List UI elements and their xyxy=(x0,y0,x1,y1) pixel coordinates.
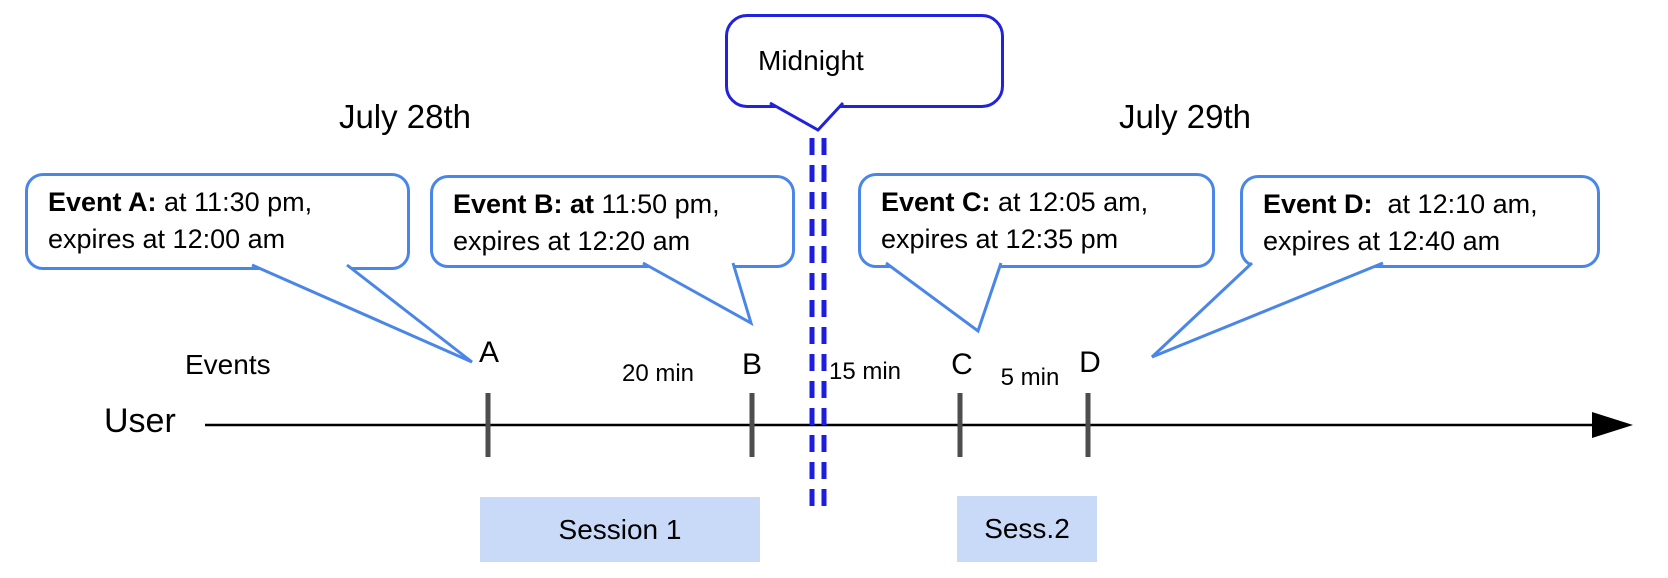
event-a-expiry: expires at 12:00 am xyxy=(48,224,286,254)
event-d-callout: Event D: at 12:10 am, expires at 12:40 a… xyxy=(1240,175,1600,268)
date-label-july-28: July 28th xyxy=(338,98,472,135)
event-b-callout: Event B: at 11:50 pm, expires at 12:20 a… xyxy=(430,175,795,268)
event-d-expiry: expires at 12:40 am xyxy=(1263,226,1501,256)
event-c-callout-tail xyxy=(885,261,1003,334)
session-1-label: Session 1 xyxy=(558,513,682,545)
session-1-box: Session 1 xyxy=(480,497,760,562)
tick-label-d: D xyxy=(1079,346,1101,379)
user-axis-label: User xyxy=(104,402,176,440)
gap-label-20min: 20 min xyxy=(621,360,695,387)
event-a-callout: Event A: at 11:30 pm, expires at 12:00 a… xyxy=(25,173,410,270)
tick-label-b: B xyxy=(741,348,762,381)
event-b-title: Event B: at xyxy=(453,189,595,219)
event-c-time: at 12:05 am, xyxy=(990,187,1149,217)
tick-label-a: A xyxy=(478,336,499,369)
event-a-callout-tail xyxy=(251,263,473,364)
event-c-expiry: expires at 12:35 pm xyxy=(881,224,1119,254)
event-b-expiry: expires at 12:20 am xyxy=(453,226,691,256)
timeline-arrowhead-icon xyxy=(1592,412,1633,438)
midnight-callout-label: Midnight xyxy=(758,45,864,76)
event-c-callout: Event C: at 12:05 am, expires at 12:35 p… xyxy=(858,173,1215,268)
event-d-title: Event D: xyxy=(1263,189,1373,219)
event-c-title: Event C: xyxy=(881,187,991,217)
midnight-callout: Midnight xyxy=(725,14,1004,108)
session-2-label: Sess.2 xyxy=(984,513,1070,544)
event-b-callout-tail xyxy=(642,261,754,327)
event-d-time: at 12:10 am, xyxy=(1372,189,1538,219)
event-a-title: Event A: xyxy=(48,187,157,217)
session-2-box: Sess.2 xyxy=(957,496,1097,562)
tick-label-c: C xyxy=(951,348,973,381)
event-a-time: at 11:30 pm, xyxy=(156,187,313,217)
event-d-callout-tail xyxy=(1150,261,1384,359)
events-axis-label: Events xyxy=(185,349,271,380)
date-label-july-29: July 29th xyxy=(1118,98,1252,135)
gap-label-5min: 5 min xyxy=(1000,364,1060,391)
gap-label-15min: 15 min xyxy=(828,358,902,385)
event-b-time: 11:50 pm, xyxy=(594,189,720,219)
